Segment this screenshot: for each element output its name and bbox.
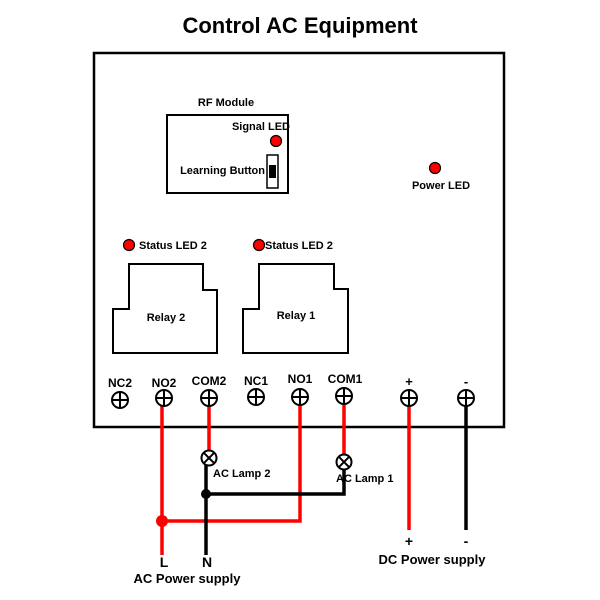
relay-1-label: Relay 1 [277,310,316,322]
dc-power-supply-label: DC Power supply [379,552,487,567]
status-led-1-label: Status LED 2 [265,240,333,252]
diagram-title: Control AC Equipment [182,13,418,38]
live-junction-dot [156,515,168,527]
power-led-label: Power LED [412,180,470,192]
terminal-no1-label: NO1 [288,372,313,386]
terminal-no1-screw-icon[interactable] [291,388,309,406]
ac-power-supply-label: AC Power supply [134,571,242,586]
terminal-minus-label: - [464,374,468,389]
ac-lamp-2-icon [200,449,218,467]
terminal-minus-screw-icon[interactable] [457,389,475,407]
neutral-junction-dot [201,489,211,499]
signal-led-label: Signal LED [232,121,290,133]
terminal-nc1-screw-icon[interactable] [247,388,265,406]
rf-module-label: RF Module [198,97,254,109]
ac-lamp-1-icon [335,453,353,471]
terminal-com2-screw-icon[interactable] [200,389,218,407]
dc-plus-label: + [405,533,413,549]
terminal-nc2-label: NC2 [108,376,132,390]
terminal-nc1-label: NC1 [244,374,268,388]
status-led-1-icon [252,238,266,252]
learning-button[interactable] [266,154,279,189]
terminal-com1-label: COM1 [328,372,363,386]
relay-2 [112,263,218,354]
terminal-screws [111,387,475,409]
status-led-2-icon [122,238,136,252]
relay-1 [242,263,349,354]
wires [156,405,468,555]
ac-l-label: L [160,554,169,570]
wire-no1-to-l [162,405,302,523]
learning-button-label: Learning Button [180,165,265,177]
terminal-plus-screw-icon[interactable] [400,389,418,407]
power-led-icon [428,161,442,175]
wire-lamp1-to-n [206,469,346,496]
terminal-no2-label: NO2 [152,376,177,390]
ac-lamp-2-label: AC Lamp 2 [213,468,270,480]
terminal-com2-label: COM2 [192,374,227,388]
dc-minus-label: - [464,533,469,549]
terminal-com1-screw-icon[interactable] [335,387,353,405]
signal-led-icon [269,134,283,148]
terminal-no2-screw-icon[interactable] [155,389,173,407]
terminal-plus-label: + [405,374,413,389]
rf-module [166,114,289,194]
relay-2-label: Relay 2 [147,312,186,324]
status-led-2-label: Status LED 2 [139,240,207,252]
terminal-nc2-screw-icon[interactable] [111,391,129,409]
ac-n-label: N [202,554,212,570]
ac-lamp-1-label: AC Lamp 1 [336,473,393,485]
